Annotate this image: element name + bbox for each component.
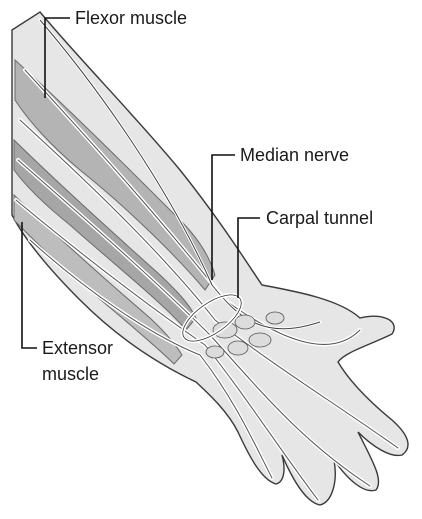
carpal-bone	[235, 315, 255, 329]
extensor-muscle-label-line1: Extensor	[42, 338, 113, 358]
extensor-muscle-label-line2: muscle	[42, 364, 99, 384]
carpal-bone	[266, 312, 284, 324]
median-nerve-label: Median nerve	[240, 145, 349, 165]
carpal-tunnel-label: Carpal tunnel	[266, 208, 373, 228]
carpal-bone	[228, 341, 248, 355]
carpal-bone	[206, 346, 224, 358]
carpal-bone	[249, 333, 271, 347]
flexor-muscle-label: Flexor muscle	[75, 8, 187, 28]
carpal-bone	[213, 322, 237, 338]
